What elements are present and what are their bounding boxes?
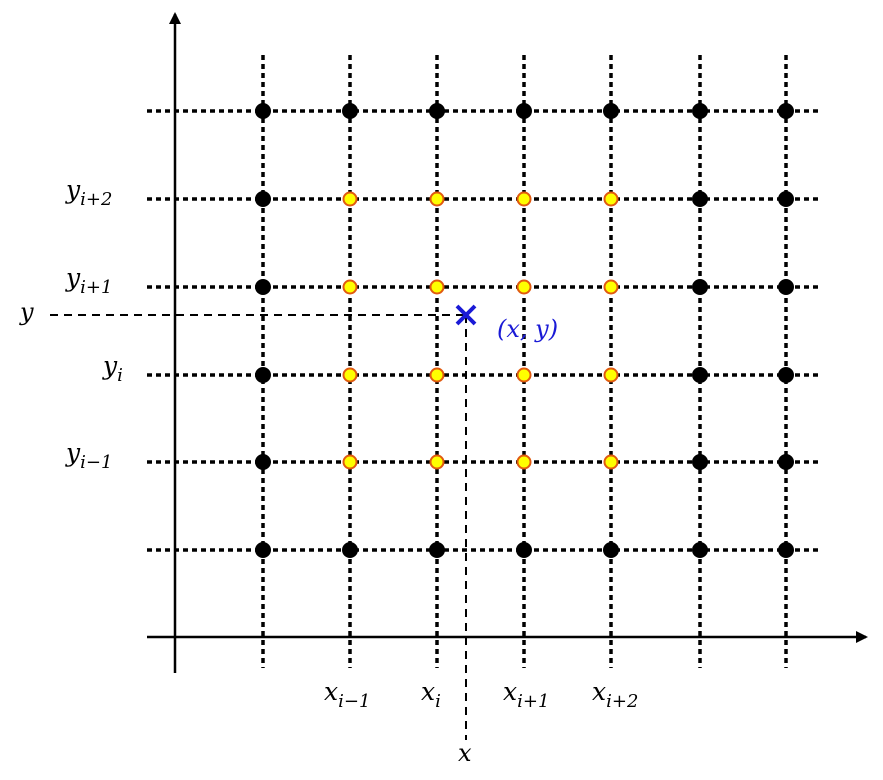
interpolation-node — [603, 279, 619, 295]
interpolation-node — [516, 191, 532, 207]
grid-nodes — [255, 103, 794, 558]
interpolation-node — [342, 367, 358, 383]
grid-node — [778, 542, 794, 558]
grid-node — [603, 542, 619, 558]
x-tick-label-0: xi−1 — [324, 677, 370, 712]
grid-node — [778, 454, 794, 470]
x-tick-label-1: xi — [421, 677, 441, 712]
grid-node — [342, 542, 358, 558]
interpolation-node — [429, 191, 445, 207]
interpolation-node — [516, 367, 532, 383]
grid-node — [692, 191, 708, 207]
grid-lines — [147, 55, 820, 668]
x-tick-labels: xi−1 xi xi+1 xi+2 — [324, 677, 638, 712]
grid-node — [516, 103, 532, 119]
interpolation-node — [603, 191, 619, 207]
grid-node — [778, 103, 794, 119]
grid-node — [692, 279, 708, 295]
grid-node — [429, 542, 445, 558]
interpolation-node — [342, 191, 358, 207]
y-tick-label-0: yi+2 — [65, 175, 112, 210]
y-tick-label-3: yi−1 — [65, 438, 112, 473]
grid-node — [692, 103, 708, 119]
y-tick-label-2: yi — [102, 351, 123, 386]
interpolation-node — [342, 279, 358, 295]
interpolation-node — [516, 279, 532, 295]
interpolation-node — [603, 454, 619, 470]
grid-node — [516, 542, 532, 558]
grid-node — [255, 454, 271, 470]
grid-node — [255, 279, 271, 295]
y-tick-labels: yi+2 yi+1 yi yi−1 — [65, 175, 123, 473]
y-tick-label-1: yi+1 — [65, 263, 112, 298]
grid-node — [255, 367, 271, 383]
grid-node — [429, 103, 445, 119]
grid-node — [692, 542, 708, 558]
grid-node — [778, 279, 794, 295]
query-guides — [50, 314, 467, 740]
grid-node — [255, 191, 271, 207]
grid-node — [255, 103, 271, 119]
cross-icon — [455, 304, 477, 326]
grid-node — [778, 367, 794, 383]
interpolation-node — [429, 454, 445, 470]
grid-node — [778, 191, 794, 207]
interpolation-node — [429, 279, 445, 295]
grid-node — [692, 454, 708, 470]
grid-node — [342, 103, 358, 119]
interpolation-node — [342, 454, 358, 470]
axes — [147, 12, 868, 673]
interpolation-node — [516, 454, 532, 470]
query-y-label: y — [19, 298, 34, 326]
x-tick-label-2: xi+1 — [503, 677, 549, 712]
interpolation-node — [429, 367, 445, 383]
query-point-label: (x, y) — [497, 315, 558, 343]
grid-node — [692, 367, 708, 383]
grid-node — [255, 542, 271, 558]
grid-node — [603, 103, 619, 119]
interpolation-node — [603, 367, 619, 383]
x-tick-label-3: xi+2 — [592, 677, 638, 712]
query-x-label: x — [458, 739, 472, 767]
